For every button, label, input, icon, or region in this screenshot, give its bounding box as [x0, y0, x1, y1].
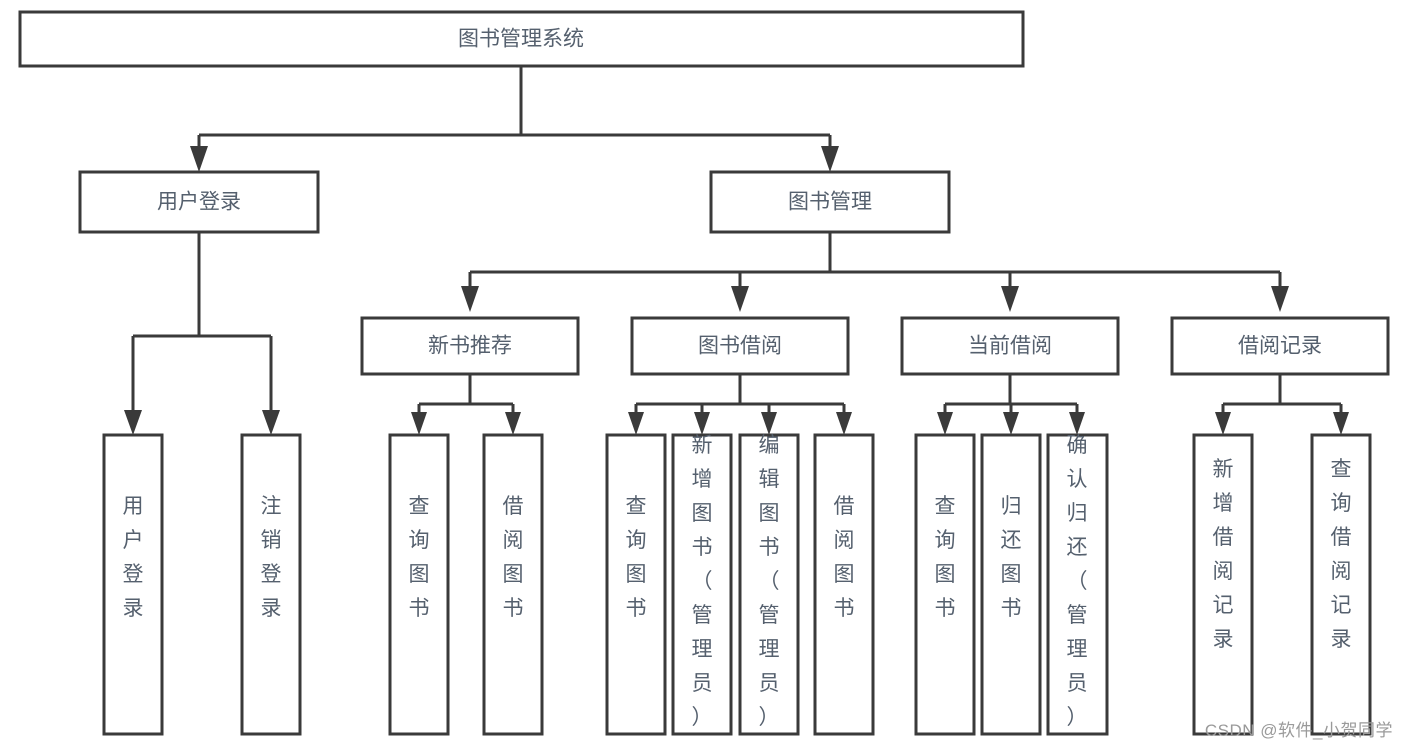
node-leaf-query-record[interactable]: 查询借阅记录 [1310, 433, 1372, 736]
node-current-borrow-label: 当前借阅 [968, 335, 1052, 358]
node-leaf-edit-book[interactable]: 编辑图书（管理员） [738, 433, 800, 736]
node-leaf-return-book[interactable]: 归还图书 [980, 433, 1042, 736]
node-root-system-label: 图书管理系统 [458, 28, 584, 51]
connector-book-manage-to-level2 [461, 232, 1289, 312]
node-leaf-borrow-book-2-box [813, 433, 875, 736]
node-leaf-query-book-1-box [388, 433, 450, 736]
node-leaf-query-book-1-label: 查询图书 [409, 495, 430, 620]
arrowhead-to-leaf-confirm-return [1069, 412, 1085, 435]
node-leaf-query-book-2-box [605, 433, 667, 736]
arrowhead-to-leaf-user-login [124, 410, 142, 435]
arrowhead-to-leaf-edit-book [761, 412, 777, 435]
node-borrow-record-label: 借阅记录 [1238, 335, 1322, 358]
node-leaf-logout-label: 注销登录 [261, 495, 282, 620]
node-leaf-query-book-3-label: 查询图书 [935, 495, 956, 620]
node-book-manage[interactable]: 图书管理 [709, 170, 951, 234]
arrowhead-to-leaf-return-book [1003, 412, 1019, 435]
node-book-borrow[interactable]: 图书借阅 [630, 316, 850, 376]
node-leaf-user-login[interactable]: 用户登录 [102, 433, 164, 736]
node-leaf-borrow-book-1-label: 借阅图书 [503, 495, 524, 620]
node-leaf-query-book-3-box [914, 433, 976, 736]
arrowhead-to-leaf-borrow-book-2 [836, 412, 852, 435]
node-user-login-box [78, 170, 320, 234]
node-leaf-edit-book-label: 编辑图书（管理员） [759, 434, 780, 729]
node-user-login[interactable]: 用户登录 [78, 170, 320, 234]
connector-root-to-level1 [190, 66, 839, 172]
connector-current-borrow-to-leaves [937, 374, 1085, 435]
node-leaf-user-login-label: 用户登录 [123, 495, 144, 620]
connector-book-borrow-to-leaves [628, 374, 852, 435]
arrowhead-to-book-borrow [731, 286, 749, 312]
node-leaf-logout-box [240, 433, 302, 736]
arrowhead-to-leaf-add-record [1215, 412, 1231, 435]
node-leaf-confirm-return[interactable]: 确认归还（管理员） [1046, 433, 1109, 736]
node-leaf-query-book-3[interactable]: 查询图书 [914, 433, 976, 736]
node-leaf-confirm-return-label: 确认归还（管理员） [1067, 434, 1088, 729]
arrowhead-to-current-borrow [1001, 286, 1019, 312]
node-leaf-return-book-label: 归还图书 [1001, 495, 1022, 620]
node-root-system[interactable]: 图书管理系统 [18, 10, 1025, 68]
arrowhead-to-book-manage [821, 146, 839, 172]
node-new-book-rec-box [360, 316, 580, 376]
node-leaf-add-book[interactable]: 新增图书（管理员） [671, 433, 733, 736]
node-leaf-edit-book-box [738, 433, 800, 736]
connector-user-login-to-leaves [124, 232, 280, 435]
node-new-book-rec-label: 新书推荐 [428, 335, 512, 358]
node-leaf-user-login-box [102, 433, 164, 736]
arrowhead-to-leaf-query-record [1333, 412, 1349, 435]
arrowhead-to-leaf-add-book [694, 412, 710, 435]
node-current-borrow[interactable]: 当前借阅 [900, 316, 1120, 376]
arrowhead-to-leaf-logout [262, 410, 280, 435]
node-leaf-add-record[interactable]: 新增借阅记录 [1192, 433, 1254, 736]
arrowhead-to-leaf-query-book-3 [937, 412, 953, 435]
connector-new-book-rec-to-leaves [411, 374, 521, 435]
node-current-borrow-box [900, 316, 1120, 376]
arrowhead-to-borrow-record [1271, 286, 1289, 312]
csdn-watermark: CSDN @软件_小贺同学 [1204, 721, 1393, 740]
node-leaf-query-book-2-label: 查询图书 [626, 495, 647, 620]
node-leaf-logout[interactable]: 注销登录 [240, 433, 302, 736]
node-leaf-borrow-book-1[interactable]: 借阅图书 [482, 433, 544, 736]
node-leaf-add-book-label: 新增图书（管理员） [692, 434, 713, 729]
node-root-system-box [18, 10, 1025, 68]
node-leaf-add-record-box [1192, 433, 1254, 736]
arrowhead-to-leaf-borrow-book-1 [505, 412, 521, 435]
node-leaf-query-record-box [1310, 433, 1372, 736]
node-leaf-query-book-2[interactable]: 查询图书 [605, 433, 667, 736]
node-leaf-borrow-book-2[interactable]: 借阅图书 [813, 433, 875, 736]
node-leaf-borrow-book-1-box [482, 433, 544, 736]
arrowhead-to-new-book-rec [461, 286, 479, 312]
arrowhead-to-user-login [190, 146, 208, 172]
arrowhead-to-leaf-query-book-1 [411, 412, 427, 435]
connector-borrow-record-to-leaves [1215, 374, 1349, 435]
arrowhead-to-leaf-query-book-2 [628, 412, 644, 435]
node-leaf-add-book-box [671, 433, 733, 736]
node-leaf-return-book-box [980, 433, 1042, 736]
node-leaf-add-record-label: 新增借阅记录 [1213, 458, 1234, 651]
node-leaf-query-record-label: 查询借阅记录 [1331, 458, 1352, 651]
node-leaf-confirm-return-box [1046, 433, 1109, 736]
node-book-manage-label: 图书管理 [788, 191, 872, 214]
node-leaf-query-book-1[interactable]: 查询图书 [388, 433, 450, 736]
node-leaf-borrow-book-2-label: 借阅图书 [834, 495, 855, 620]
node-user-login-label: 用户登录 [157, 191, 241, 214]
node-new-book-rec[interactable]: 新书推荐 [360, 316, 580, 376]
node-borrow-record[interactable]: 借阅记录 [1170, 316, 1390, 376]
node-book-borrow-label: 图书借阅 [698, 335, 782, 358]
